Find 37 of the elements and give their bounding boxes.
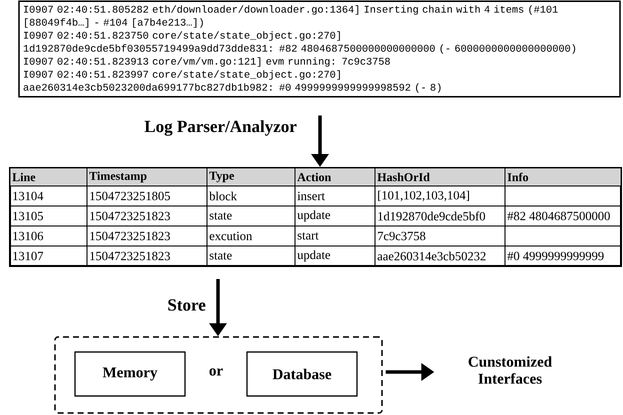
table bbox=[9, 167, 622, 267]
log-box: I0907 02:40:51.805282 eth/downloader/downloader.go:1364] Inserting chain with 4 items (#101 [88049f4b…] - #104 [a7b4e213…]) I0907 02:40:51.823750 core/state/state_object.go:270] 1d192870de9cde5bf03055719499a9dd73dde831: #82 4804687500000000000000 (- 6000000000000000000) I0907 02:40:51.823913 core/vm/vm.go:121] evm running: 7c9c3758 I0907 02:40:51.823997 core/state/state_object.go:270] aae260314e3cb5023200da699177bc827db1b982: #0 4999999999999998592 (- 8) bbox=[18, 0, 621, 98]
header-cell: Timestamp bbox=[86, 168, 208, 186]
table-cell: state bbox=[206, 206, 296, 226]
table-cell: start bbox=[294, 226, 376, 246]
table-cell: #0 4999999999999 bbox=[504, 246, 622, 266]
table-cell: insert bbox=[294, 186, 376, 206]
table-cell: excution bbox=[206, 226, 296, 246]
header-cell: Info bbox=[504, 168, 622, 186]
table-cell: #82 4804687500000 bbox=[504, 206, 622, 226]
storage-box: Memory bbox=[74, 351, 186, 397]
table-cell: 13106 bbox=[10, 226, 88, 246]
table-cell: 1504723251823 bbox=[86, 226, 208, 246]
table-cell: 13105 bbox=[10, 206, 88, 226]
table-cell: 1d192870de9cde5bf0 bbox=[374, 206, 506, 226]
table-cell: 7c9c3758 bbox=[374, 226, 506, 246]
table-cell: 1504723251823 bbox=[86, 246, 208, 266]
edge-label: Store bbox=[168, 299, 206, 311]
table-cell: 13107 bbox=[10, 246, 88, 266]
header-cell: Line bbox=[10, 168, 88, 186]
dashed-group-box bbox=[54, 336, 383, 414]
table-cell: aae260314e3cb50232 bbox=[374, 246, 506, 266]
output-text: Cunstomized Interfaces bbox=[468, 356, 552, 384]
table-cell: 1504723251823 bbox=[86, 206, 208, 226]
table-cell: 1504723251805 bbox=[86, 186, 208, 206]
connector-word: or bbox=[210, 368, 223, 376]
table-cell: update bbox=[294, 246, 376, 266]
table-cell: block bbox=[206, 186, 296, 206]
table-cell: state bbox=[206, 246, 296, 266]
edge-label: Log Parser/Analyzor bbox=[144, 120, 296, 136]
table-cell: 13104 bbox=[10, 186, 88, 206]
header-cell: Type bbox=[206, 168, 296, 186]
table-cell: update bbox=[294, 206, 376, 226]
header-cell: Action bbox=[294, 168, 376, 186]
table-cell: [101,102,103,104] bbox=[374, 186, 506, 206]
header-cell: HashOrId bbox=[374, 168, 506, 186]
storage-box: Database bbox=[246, 351, 358, 397]
